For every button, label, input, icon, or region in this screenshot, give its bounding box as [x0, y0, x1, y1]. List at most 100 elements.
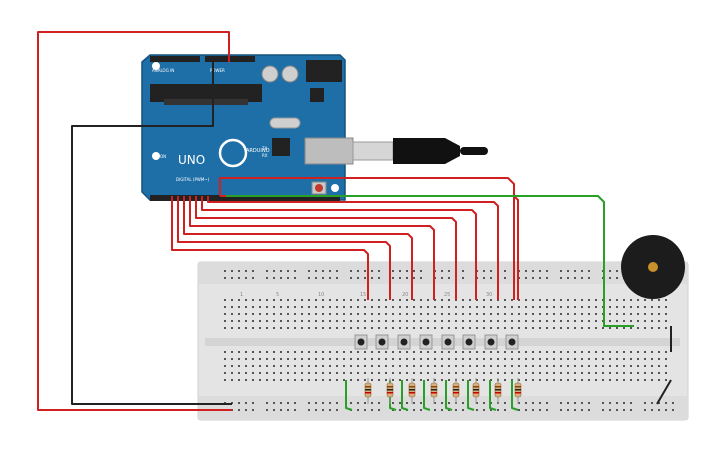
bb-hole — [224, 372, 226, 374]
bb-hole — [287, 299, 289, 301]
bb-rail-hole — [399, 270, 401, 272]
bb-hole — [259, 365, 261, 367]
resistor-band — [409, 386, 415, 388]
bb-hole — [245, 313, 247, 315]
bb-hole — [357, 379, 359, 381]
wire-ground-jumper — [445, 380, 453, 411]
bb-rail-hole — [546, 277, 548, 279]
analog-header — [150, 56, 200, 62]
bb-hole — [434, 327, 436, 329]
bb-hole — [455, 351, 457, 353]
bb-hole — [252, 372, 254, 374]
push-button[interactable] — [441, 334, 455, 350]
wire-ground-jumper — [423, 380, 431, 411]
bb-hole — [350, 365, 352, 367]
bb-rail-hole — [329, 270, 331, 272]
bb-hole — [357, 299, 359, 301]
bb-rail-hole — [399, 402, 401, 404]
bb-rail-hole — [413, 402, 415, 404]
bb-hole — [546, 372, 548, 374]
bb-rail-hole — [399, 277, 401, 279]
bb-hole — [658, 327, 660, 329]
bb-hole — [581, 320, 583, 322]
wires — [37, 31, 672, 411]
bb-hole — [308, 358, 310, 360]
bb-hole — [616, 306, 618, 308]
bb-rail-hole — [392, 270, 394, 272]
bb-rail-hole — [280, 270, 282, 272]
bb-hole — [280, 351, 282, 353]
bb-rail-hole — [518, 409, 520, 411]
bb-hole — [546, 306, 548, 308]
bb-hole — [371, 365, 373, 367]
bb-hole — [287, 327, 289, 329]
push-button[interactable] — [419, 334, 433, 350]
push-button[interactable] — [462, 334, 476, 350]
bb-hole — [413, 327, 415, 329]
bb-hole — [511, 365, 513, 367]
push-button[interactable] — [505, 334, 519, 350]
bb-hole — [245, 372, 247, 374]
usb-cable — [352, 138, 488, 164]
bb-rail-hole — [224, 270, 226, 272]
bb-hole — [245, 299, 247, 301]
bb-hole — [476, 358, 478, 360]
bb-hole — [595, 351, 597, 353]
bb-hole — [441, 306, 443, 308]
bb-hole — [245, 320, 247, 322]
bb-hole — [658, 351, 660, 353]
bb-rail-hole — [483, 277, 485, 279]
bb-hole — [364, 299, 366, 301]
push-button[interactable] — [375, 334, 389, 350]
bb-hole — [427, 299, 429, 301]
bb-rail-hole — [287, 270, 289, 272]
wire-buzzer-gnd — [656, 379, 672, 405]
bb-hole — [588, 379, 590, 381]
bb-rail-hole — [546, 409, 548, 411]
resistor — [452, 378, 460, 404]
bb-hole — [420, 379, 422, 381]
bb-hole — [637, 320, 639, 322]
bb-hole — [273, 320, 275, 322]
bb-rail-hole — [616, 409, 618, 411]
bb-rail-hole — [581, 409, 583, 411]
bb-hole — [567, 320, 569, 322]
bb-rail-hole — [357, 277, 359, 279]
arduino-board[interactable]: ANALOG IN POWER UNO ARDUINO ON TX RX DIG… — [141, 54, 354, 201]
bb-hole — [378, 365, 380, 367]
bb-hole — [455, 365, 457, 367]
bb-hole — [595, 299, 597, 301]
bb-rail-hole — [273, 277, 275, 279]
bb-hole — [245, 358, 247, 360]
bb-rail-hole — [420, 402, 422, 404]
bb-hole — [420, 351, 422, 353]
bb-hole — [518, 351, 520, 353]
bb-hole — [231, 299, 233, 301]
bb-hole — [273, 313, 275, 315]
bb-hole — [504, 365, 506, 367]
push-button[interactable] — [484, 334, 498, 350]
bb-hole — [539, 313, 541, 315]
microcontroller-chip — [150, 84, 262, 102]
bb-hole — [462, 299, 464, 301]
bb-hole — [413, 372, 415, 374]
push-button[interactable] — [354, 334, 368, 350]
reset-button-cap[interactable] — [315, 184, 323, 192]
bb-hole — [329, 351, 331, 353]
bb-hole — [574, 299, 576, 301]
bb-hole — [308, 320, 310, 322]
piezo-buzzer[interactable] — [621, 235, 685, 299]
bb-hole — [609, 306, 611, 308]
bb-hole — [504, 299, 506, 301]
bb-hole — [392, 306, 394, 308]
bb-hole — [413, 351, 415, 353]
push-button[interactable] — [397, 334, 411, 350]
bb-hole — [525, 306, 527, 308]
voltage-regulator — [310, 88, 324, 102]
bb-hole — [385, 313, 387, 315]
bb-rail-hole — [329, 277, 331, 279]
bb-hole — [630, 358, 632, 360]
bb-hole — [553, 358, 555, 360]
bb-hole — [483, 313, 485, 315]
bb-hole — [609, 351, 611, 353]
